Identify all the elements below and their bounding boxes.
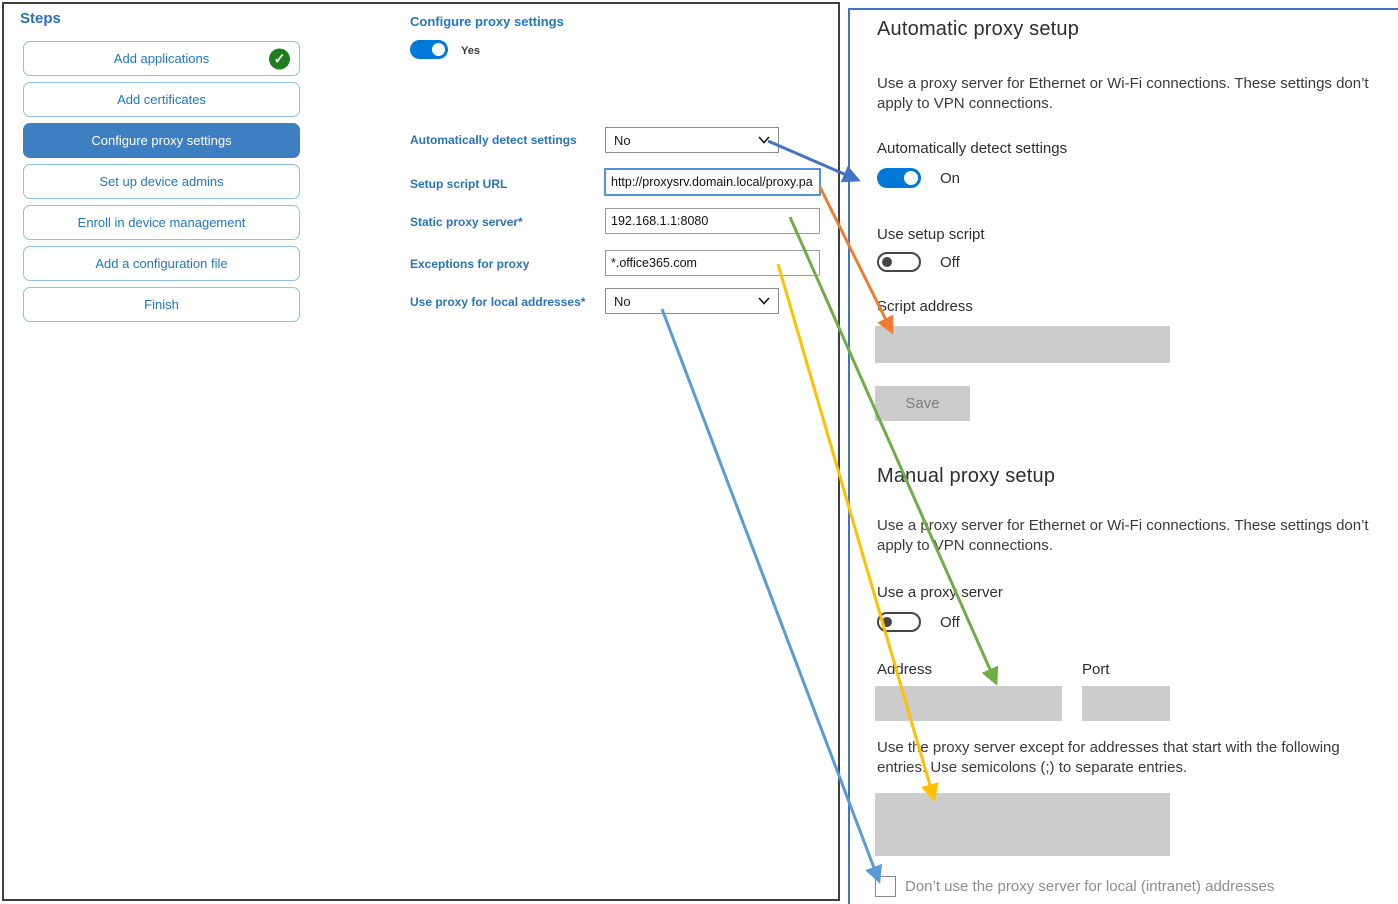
detect-settings-toggle[interactable]	[877, 168, 921, 188]
static-proxy-label: Static proxy server*	[410, 215, 523, 229]
step-add-applications[interactable]: Add applications ✓	[23, 41, 300, 76]
address-label: Address	[877, 661, 933, 678]
use-setup-script-state: Off	[940, 254, 960, 271]
local-addresses-label: Use proxy for local addresses*	[410, 295, 586, 309]
use-setup-script-label: Use setup script	[877, 226, 985, 243]
step-configure-proxy-settings[interactable]: Configure proxy settings	[23, 123, 300, 158]
script-address-input[interactable]	[875, 326, 1170, 363]
step-label: Set up device admins	[99, 174, 224, 189]
port-label: Port	[1082, 661, 1110, 678]
auto-detect-select[interactable]: No	[605, 127, 779, 153]
steps-nav: Add applications ✓ Add certificates Conf…	[23, 41, 300, 322]
script-address-label: Script address	[877, 298, 973, 315]
step-label: Add certificates	[117, 92, 206, 107]
configure-proxy-toggle[interactable]	[410, 40, 448, 59]
step-add-certificates[interactable]: Add certificates	[23, 82, 300, 117]
step-add-a-configuration-file[interactable]: Add a configuration file	[23, 246, 300, 281]
step-label: Finish	[144, 297, 179, 312]
windows-proxy-settings-panel: Automatic proxy setup Use a proxy server…	[848, 8, 1398, 904]
toggle-knob	[882, 617, 892, 627]
selected-value: No	[614, 293, 631, 309]
step-enroll-in-device-management[interactable]: Enroll in device management	[23, 205, 300, 240]
exceptions-input[interactable]	[875, 793, 1170, 856]
use-proxy-server-toggle[interactable]	[877, 612, 921, 632]
save-button[interactable]: Save	[875, 386, 970, 421]
use-proxy-server-label: Use a proxy server	[877, 584, 1003, 601]
chevron-down-icon	[758, 136, 770, 144]
step-label: Add a configuration file	[95, 256, 228, 271]
automatic-proxy-description: Use a proxy server for Ethernet or Wi-Fi…	[877, 75, 1369, 112]
detect-settings-label: Automatically detect settings	[877, 140, 1068, 157]
proxy-exceptions-input[interactable]	[605, 250, 820, 276]
config-designer-window: Steps Add applications ✓ Add certificate…	[2, 2, 840, 901]
selected-value: No	[614, 132, 631, 148]
configure-proxy-toggle-state: Yes	[461, 45, 480, 57]
exceptions-description: Use the proxy server except for addresse…	[877, 739, 1340, 776]
step-label: Enroll in device management	[77, 215, 246, 230]
local-intranet-checkbox[interactable]	[875, 876, 896, 897]
proxy-exceptions-label: Exceptions for proxy	[410, 257, 530, 271]
auto-detect-label: Automatically detect settings	[410, 133, 577, 147]
use-setup-script-toggle[interactable]	[877, 252, 921, 272]
local-intranet-checkbox-label: Don’t use the proxy server for local (in…	[905, 878, 1275, 895]
manual-proxy-heading: Manual proxy setup	[877, 465, 1056, 487]
setup-script-label: Setup script URL	[410, 177, 508, 191]
toggle-knob	[432, 43, 445, 56]
address-input[interactable]	[875, 686, 1062, 721]
chevron-down-icon	[758, 297, 770, 305]
manual-proxy-description: Use a proxy server for Ethernet or Wi-Fi…	[877, 517, 1369, 554]
setup-script-input[interactable]	[604, 168, 821, 196]
check-icon: ✓	[269, 48, 290, 69]
page-title: Configure proxy settings	[410, 14, 564, 29]
port-input[interactable]	[1082, 686, 1170, 721]
toggle-knob	[882, 257, 892, 267]
toggle-knob	[904, 171, 918, 185]
static-proxy-input[interactable]	[605, 208, 820, 234]
step-finish[interactable]: Finish	[23, 287, 300, 322]
step-set-up-device-admins[interactable]: Set up device admins	[23, 164, 300, 199]
automatic-proxy-heading: Automatic proxy setup	[877, 18, 1080, 40]
steps-title: Steps	[20, 10, 61, 27]
local-addresses-select[interactable]: No	[605, 288, 779, 314]
use-proxy-server-state: Off	[940, 614, 960, 631]
step-label: Add applications	[113, 51, 210, 66]
step-label: Configure proxy settings	[91, 133, 232, 148]
detect-settings-state: On	[940, 170, 961, 187]
